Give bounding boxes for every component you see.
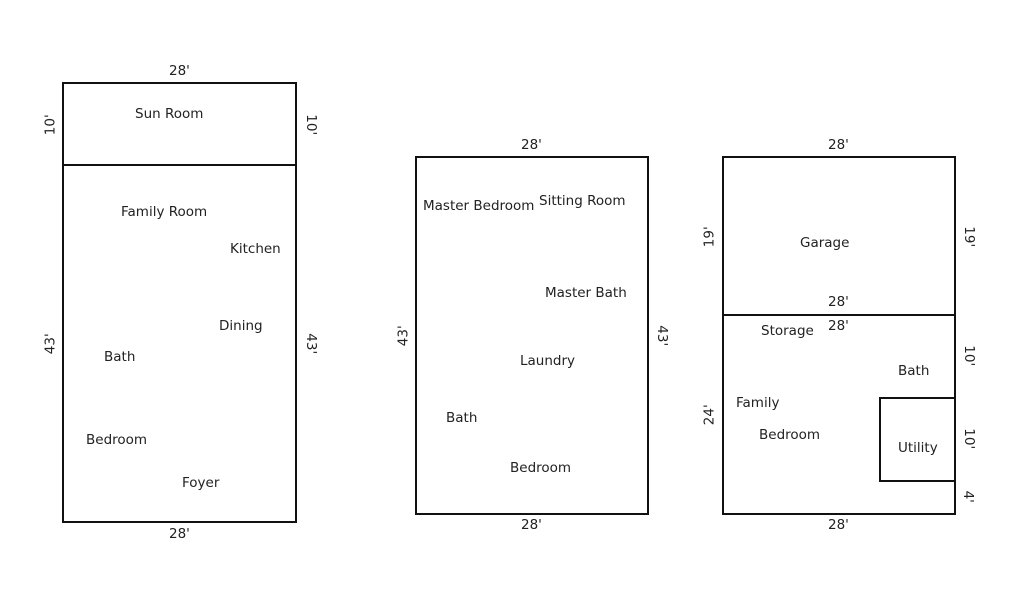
plan3-right-dimension-b: 10' bbox=[961, 428, 978, 450]
plan1-bottom-dimension: 28' bbox=[169, 526, 190, 542]
room-bath-upper: Bath bbox=[446, 410, 478, 426]
room-family-room: Family Room bbox=[121, 204, 208, 220]
room-bath-lower: Bath bbox=[898, 363, 930, 379]
room-master-bedroom: Master Bedroom bbox=[423, 198, 535, 214]
plan3-right-dimension-c: 4' bbox=[959, 490, 976, 503]
room-utility: Utility bbox=[898, 440, 938, 456]
plan1-sunroom-left-dimension: 10' bbox=[42, 114, 59, 136]
plan1-outline bbox=[62, 82, 297, 523]
room-laundry: Laundry bbox=[520, 353, 576, 369]
room-master-bath: Master Bath bbox=[545, 285, 627, 301]
plan3-garage-divider bbox=[722, 314, 956, 316]
room-sitting-room: Sitting Room bbox=[539, 193, 626, 209]
plan2-outline bbox=[415, 156, 649, 515]
room-bedroom: Bedroom bbox=[86, 432, 148, 448]
plan2-left-dimension: 43' bbox=[395, 325, 412, 347]
plan3-outline bbox=[722, 156, 956, 515]
room-garage: Garage bbox=[800, 235, 850, 251]
room-foyer: Foyer bbox=[182, 475, 220, 491]
plan3-divider-dimension: 28' bbox=[828, 294, 849, 310]
room-bath: Bath bbox=[104, 349, 136, 365]
plan3-garage-left-dimension: 19' bbox=[701, 226, 718, 248]
plan1-top-dimension: 28' bbox=[169, 63, 190, 79]
plan1-main-left-dimension: 43' bbox=[42, 333, 59, 355]
utility-room-outline bbox=[879, 397, 956, 482]
room-bedroom-lower: Bedroom bbox=[759, 427, 821, 443]
plan3-divider-dimension-below: 28' bbox=[828, 318, 849, 334]
room-bedroom-upper: Bedroom bbox=[510, 460, 572, 476]
room-storage: Storage bbox=[761, 323, 814, 339]
plan3-right-dimension-a: 10' bbox=[961, 345, 978, 367]
plan3-garage-right-dimension: 19' bbox=[961, 226, 978, 248]
plan1-sunroom-divider bbox=[62, 164, 297, 166]
room-sun-room: Sun Room bbox=[135, 106, 204, 122]
plan3-bottom-dimension: 28' bbox=[828, 517, 849, 533]
plan2-top-dimension: 28' bbox=[521, 137, 542, 153]
room-family: Family bbox=[736, 395, 780, 411]
room-kitchen: Kitchen bbox=[230, 241, 281, 257]
plan2-right-dimension: 43' bbox=[654, 325, 671, 347]
plan1-main-right-dimension: 43' bbox=[303, 333, 320, 355]
plan3-top-dimension: 28' bbox=[828, 137, 849, 153]
plan1-sunroom-right-dimension: 10' bbox=[303, 114, 320, 136]
plan3-lower-left-dimension: 24' bbox=[701, 404, 718, 426]
plan2-bottom-dimension: 28' bbox=[521, 517, 542, 533]
room-dining: Dining bbox=[219, 318, 263, 334]
